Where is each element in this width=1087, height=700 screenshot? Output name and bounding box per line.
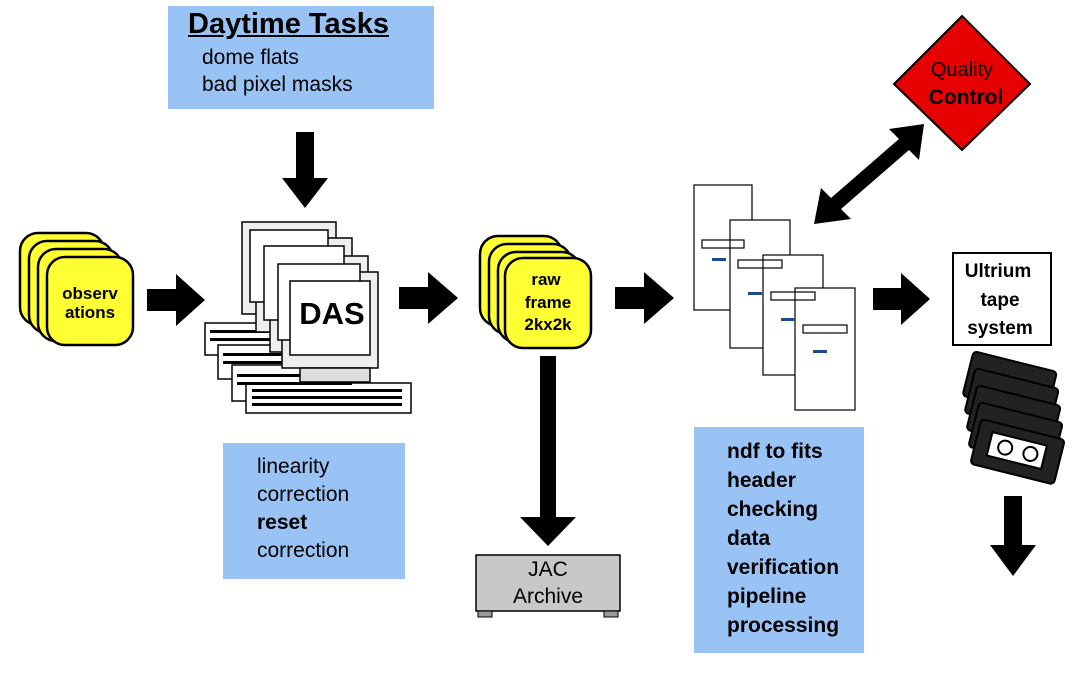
arrow-obs-to-das [147, 274, 205, 326]
server-task-line: pipeline [727, 585, 807, 608]
quality-control-diamond [892, 14, 1032, 152]
server-task-line: verification [727, 556, 840, 579]
archive-label-1: JAC [528, 558, 568, 581]
das-label: DAS [299, 296, 364, 331]
daytime-tasks-title: Daytime Tasks [188, 8, 389, 40]
das-tasks-box: linearity correction reset correction [223, 443, 405, 579]
das-task-line: correction [257, 539, 350, 562]
daytime-tasks-box: Daytime Tasks dome flats bad pixel masks [168, 6, 434, 109]
quality-control-label-2: Control [929, 86, 1004, 109]
observations-label-2: ations [65, 303, 115, 322]
arrow-daytime-to-das [282, 132, 328, 208]
computer-terminal-icon [204, 221, 412, 414]
arrow-das-to-raw [399, 272, 458, 324]
quality-control-label-1: Quality [931, 59, 993, 81]
server-task-line: checking [727, 498, 819, 521]
server-tasks-box: ndf to fits header checking data verific… [694, 427, 864, 653]
arrow-quality-control-bidirectional [814, 124, 924, 224]
raw-frame-card-stack [478, 234, 593, 350]
raw-frame-label-3: 2kx2k [524, 315, 572, 334]
tape-system-label-1: Ultrium [965, 261, 1032, 282]
observations-label-1: observ [62, 284, 118, 303]
das-task-line: reset [257, 511, 308, 534]
raw-frame-label-1: raw [531, 270, 561, 289]
daytime-task-item: dome flats [202, 46, 299, 69]
arrow-tape-down [990, 496, 1036, 576]
jac-archive-box [475, 554, 621, 618]
arrow-servers-to-tape [873, 273, 930, 325]
server-task-line: processing [727, 614, 840, 637]
server-task-line: ndf to fits [727, 440, 823, 463]
tape-system-label-3: system [967, 318, 1033, 339]
server-task-line: data [727, 527, 771, 550]
archive-label-2: Archive [513, 585, 583, 608]
flow-arrows [147, 124, 1036, 576]
server-task-line: header [727, 469, 796, 492]
tape-cassette-icon [962, 350, 1065, 485]
tape-system-label-2: tape [980, 290, 1019, 311]
server-tower-icon [693, 184, 856, 411]
observations-card-stack [18, 231, 135, 347]
arrow-raw-to-archive [520, 356, 576, 546]
daytime-task-item: bad pixel masks [202, 73, 353, 96]
tape-system-box [952, 252, 1052, 346]
raw-frame-label-2: frame [525, 293, 571, 312]
arrow-raw-to-servers [615, 272, 674, 324]
das-task-line: correction [257, 483, 350, 506]
das-task-line: linearity [257, 455, 330, 478]
